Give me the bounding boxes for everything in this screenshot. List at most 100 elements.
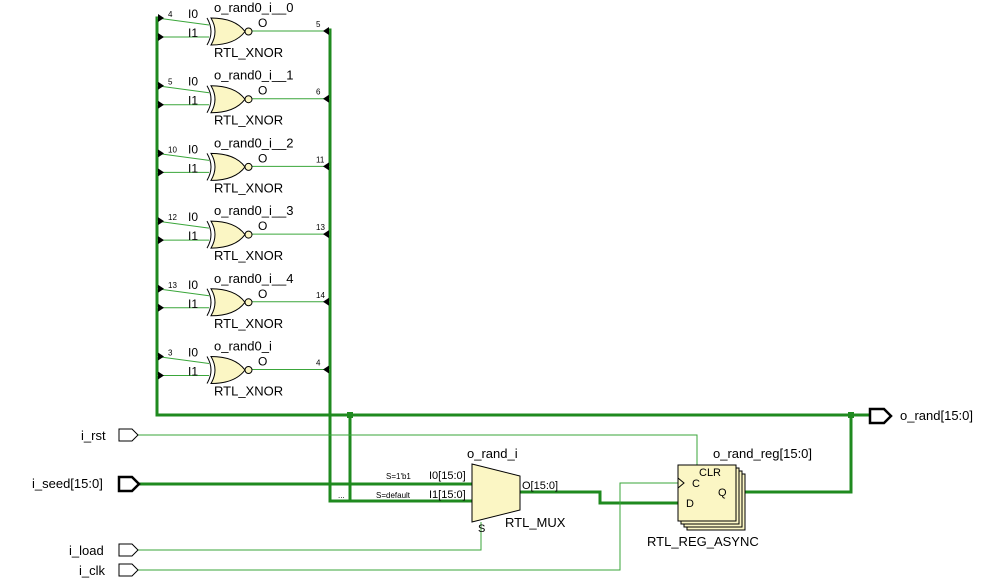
mux-type-label: RTL_MUX xyxy=(505,515,566,530)
mux-sel-i0: S=1'b1 xyxy=(386,472,411,481)
i-load-label: i_load xyxy=(69,543,104,558)
mux-pin-i0: I0[15:0] xyxy=(429,470,466,482)
gate-instance-label: o_rand0_i xyxy=(214,339,272,354)
mux-pin-i1: I1[15:0] xyxy=(429,489,466,501)
i-clk-wire[interactable] xyxy=(138,482,678,571)
reg-pin-d: D xyxy=(686,498,694,510)
i-load-port-icon[interactable] xyxy=(118,543,139,557)
inversion-bubble-icon xyxy=(244,162,253,171)
bus-tap-arrow-icon xyxy=(158,217,164,226)
gate-pin-i0: I0 xyxy=(188,210,198,224)
gate-pin-o: O xyxy=(258,16,267,30)
gate-output-bit-index: 11 xyxy=(316,155,325,164)
xnor-gate-body[interactable] xyxy=(210,17,246,46)
bus-tap-arrow-icon xyxy=(158,81,164,90)
gate-output-bit-index: 6 xyxy=(316,88,321,97)
bus-join-arrow-icon xyxy=(323,27,329,35)
gate-input-bit-index: 10 xyxy=(168,145,177,154)
gate-pin-i0: I0 xyxy=(188,346,198,360)
bus-tap-arrow-icon xyxy=(158,371,164,380)
xnor-gate-body[interactable] xyxy=(210,220,246,249)
bus-tap-arrow-icon xyxy=(158,303,164,312)
bus-tap-arrow-icon xyxy=(158,100,164,109)
gate-i0-wire[interactable] xyxy=(156,85,210,94)
gate-pin-o: O xyxy=(258,219,267,233)
xnor-gate-body[interactable] xyxy=(210,85,246,114)
gate-output-bit-index: 5 xyxy=(316,20,321,29)
gate-type-label: RTL_XNOR xyxy=(214,248,283,263)
mux-ellipsis: ... xyxy=(338,491,345,500)
inversion-bubble-icon xyxy=(244,27,253,36)
gate-pin-i0: I0 xyxy=(188,7,198,21)
gate-instance-label: o_rand0_i__4 xyxy=(214,271,294,286)
reg-q-bus[interactable] xyxy=(738,413,853,494)
reg-instance-label: o_rand_reg[15:0] xyxy=(713,446,812,461)
gate-i0-wire[interactable] xyxy=(156,152,210,161)
gate-pin-i1: I1 xyxy=(188,297,198,311)
i-load-wire[interactable] xyxy=(138,522,482,551)
i-rst-label: i_rst xyxy=(81,428,106,443)
mux-body[interactable] xyxy=(471,463,521,523)
reg-body[interactable] xyxy=(677,464,737,522)
bus-join-arrow-icon xyxy=(323,365,329,374)
i-clk-label: i_clk xyxy=(79,563,106,578)
xnor-gate-body[interactable] xyxy=(210,288,246,317)
i-seed-port-icon[interactable] xyxy=(117,475,141,493)
gate-type-label: RTL_XNOR xyxy=(214,180,283,195)
gate-i0-wire[interactable] xyxy=(156,356,210,364)
xnor-gate-body[interactable] xyxy=(210,152,246,181)
gate-output-bit-index: 14 xyxy=(316,291,325,300)
xor-arc xyxy=(206,220,212,249)
reg-pin-clr: CLR xyxy=(699,467,721,479)
mux-sel-i1: S=default xyxy=(376,491,411,500)
bus-tap-arrow-icon xyxy=(158,168,164,177)
gate-instance-label: o_rand0_i__3 xyxy=(214,203,294,218)
xor-arc xyxy=(206,85,212,113)
gate-i0-wire[interactable] xyxy=(156,288,210,297)
gate-type-label: RTL_XNOR xyxy=(214,316,283,331)
reg-pin-c: C xyxy=(692,478,700,490)
gate-type-label: RTL_XNOR xyxy=(214,113,283,128)
i-rst-port-icon[interactable] xyxy=(118,428,139,442)
mux-pin-o: O[15:0] xyxy=(522,480,558,492)
junction-dot xyxy=(848,412,854,418)
bus-tap-arrow-icon xyxy=(158,33,164,41)
i-rst-wire[interactable] xyxy=(138,434,698,465)
gate-input-bit-index: 3 xyxy=(168,349,173,358)
mux-instance-label: o_rand_i xyxy=(467,446,518,461)
i-clk-port-icon[interactable] xyxy=(118,563,139,577)
gate-input-bit-index: 12 xyxy=(168,213,177,222)
gate-instance-label: o_rand0_i__0 xyxy=(214,0,294,15)
i-seed-label: i_seed[15:0] xyxy=(32,476,103,491)
bus-join-arrow-icon xyxy=(323,162,329,171)
gate-pin-o: O xyxy=(258,151,267,165)
bus-join-arrow-icon xyxy=(323,94,329,103)
gate-pin-o: O xyxy=(258,287,267,301)
o-rand-label: o_rand[15:0] xyxy=(900,408,973,423)
inversion-bubble-icon xyxy=(244,230,253,239)
mux-out-bus[interactable] xyxy=(518,490,680,505)
gate-output-bit-index: 13 xyxy=(316,223,325,232)
gate-pin-i0: I0 xyxy=(188,75,198,89)
o-rand-port-icon[interactable] xyxy=(868,407,893,425)
gate-pin-i0: I0 xyxy=(188,142,198,156)
gate-i0-wire[interactable] xyxy=(156,17,210,26)
xnor-gate-body[interactable] xyxy=(210,355,246,385)
xnor-gates: o_rand0_i__0I0I1O45RTL_XNORo_rand0_i__1I… xyxy=(156,0,330,399)
gate-pin-o: O xyxy=(258,355,267,369)
gate-type-label: RTL_XNOR xyxy=(214,384,283,399)
bus-join-arrow-icon xyxy=(323,230,329,239)
gate-i0-wire[interactable] xyxy=(156,220,210,229)
clock-edge-icon xyxy=(677,477,685,489)
inversion-bubble-icon xyxy=(244,95,253,104)
gate-pin-o: O xyxy=(258,84,267,98)
xor-arc xyxy=(206,288,212,317)
gate-pin-i1: I1 xyxy=(188,229,198,243)
reg-type-label: RTL_REG_ASYNC xyxy=(647,534,759,549)
